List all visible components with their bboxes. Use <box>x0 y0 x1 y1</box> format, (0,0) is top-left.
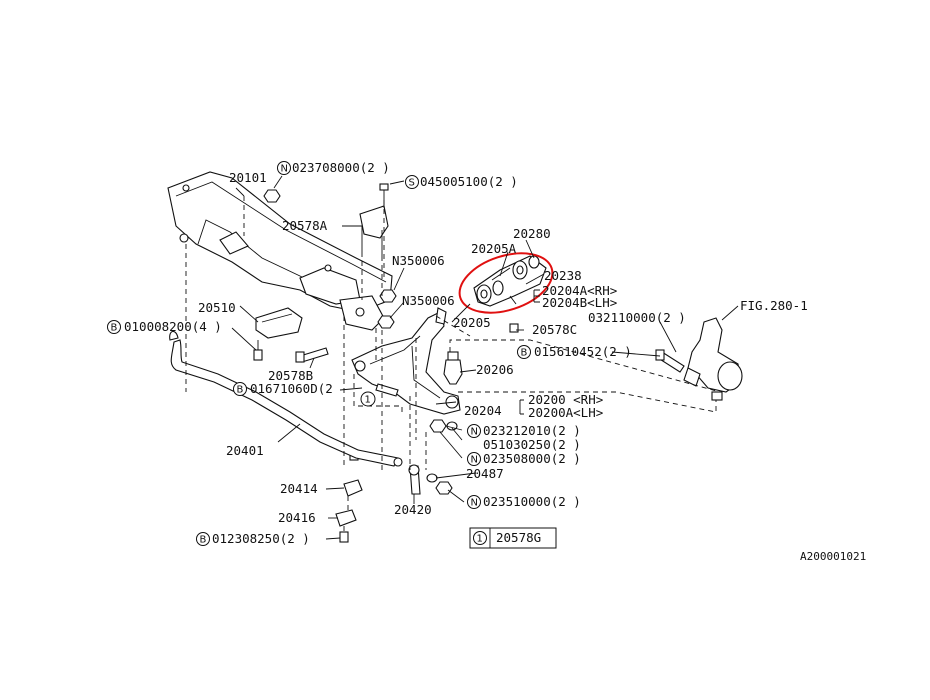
marker-1-arm: 1 <box>360 391 376 407</box>
washer-20487 <box>426 473 438 483</box>
marker-B-3: B <box>233 382 247 396</box>
legend-part-20578G: 20578G <box>496 530 541 545</box>
bracket-20510 <box>255 307 303 339</box>
label-20205: 20205 <box>453 315 491 330</box>
label-N350006-upper: N350006 <box>392 253 445 268</box>
marker-1-text: 1 <box>365 395 371 406</box>
marker-N-text: N <box>281 164 288 175</box>
bracket-20578A <box>359 205 389 256</box>
label-FIG280-1: FIG.280-1 <box>740 298 808 313</box>
label-20204: 20204 <box>464 403 502 418</box>
label-045005100: 045005100(2 ) <box>420 174 518 189</box>
label-20420: 20420 <box>394 502 432 517</box>
steering-knuckle <box>683 317 743 401</box>
bolt-20578G <box>375 383 399 397</box>
marker-N-4: N <box>467 495 481 509</box>
bolt-20578B <box>295 347 329 363</box>
label-015610452: 015610452(2 ) <box>534 344 632 359</box>
marker-N-2: N <box>467 424 481 438</box>
marker-N-1: N <box>277 161 291 175</box>
label-20414: 20414 <box>280 481 318 496</box>
legend-marker-text: 1 <box>477 534 483 545</box>
nut-N350006 <box>377 289 397 329</box>
label-010008200: 010008200(4 ) <box>124 319 222 334</box>
bushing-20414 <box>343 479 363 497</box>
label-20578C: 20578C <box>532 322 577 337</box>
label-20200-RH: 20200 <RH> <box>528 392 603 407</box>
label-20101: 20101 <box>229 170 267 185</box>
marker-N-text: N <box>471 498 478 509</box>
label-051030250: 051030250(2 ) <box>483 437 581 452</box>
label-20578B: 20578B <box>268 368 313 383</box>
label-20401: 20401 <box>226 443 264 458</box>
nut-023708000 <box>263 189 281 203</box>
label-20487: 20487 <box>466 466 504 481</box>
marker-B-text: B <box>237 385 244 396</box>
marker-B-text: B <box>521 348 528 359</box>
bolt-010008200 <box>253 340 263 361</box>
legend-box: 1 20578G <box>469 527 557 549</box>
marker-S: S <box>405 175 419 189</box>
label-20206: 20206 <box>476 362 514 377</box>
leader-lines <box>185 175 739 540</box>
marker-B-2: B <box>517 345 531 359</box>
bracket-20416 <box>335 509 357 543</box>
label-023212010: 023212010(2 ) <box>483 423 581 438</box>
label-20280: 20280 <box>513 226 551 241</box>
label-N350006-lower: N350006 <box>402 293 455 308</box>
stabilizer-link-20420 <box>393 457 421 495</box>
label-20510: 20510 <box>198 300 236 315</box>
label-20204B: 20204B<LH> <box>542 295 617 310</box>
highlight-circle <box>458 252 554 314</box>
label-20200A-LH: 20200A<LH> <box>528 405 603 420</box>
label-01671060D: 01671060D(2 <box>250 381 333 396</box>
callout-labels: 20101 023708000(2 ) 045005100(2 ) 20578A… <box>124 160 866 563</box>
label-012308250: 012308250(2 ) <box>212 531 310 546</box>
marker-S-text: S <box>409 178 415 189</box>
marker-B-4: B <box>196 532 210 546</box>
label-20238: 20238 <box>544 268 582 283</box>
bushing-assembly <box>473 255 547 333</box>
label-20205A: 20205A <box>471 241 517 256</box>
ball-joint-20206 <box>443 351 463 385</box>
diagram-reference: A200001021 <box>800 550 866 563</box>
label-032110000: 032110000(2 ) <box>588 310 686 325</box>
crossmember <box>167 171 393 331</box>
marker-N-3: N <box>467 452 481 466</box>
label-023508000: 023508000(2 ) <box>483 451 581 466</box>
marker-N-text: N <box>471 427 478 438</box>
label-20416: 20416 <box>278 510 316 525</box>
marker-B-text: B <box>111 323 118 334</box>
label-023708000: 023708000(2 ) <box>292 160 390 175</box>
nut-023212010 <box>429 419 447 433</box>
marker-B-text: B <box>200 535 207 546</box>
label-20578A: 20578A <box>282 218 328 233</box>
bolt-032110000 <box>655 349 685 373</box>
marker-B-1: B <box>107 320 121 334</box>
label-023510000: 023510000(2 ) <box>483 494 581 509</box>
label-20204A: 20204A<RH> <box>542 283 617 298</box>
nut-023510000 <box>435 481 453 495</box>
marker-N-text: N <box>471 455 478 466</box>
